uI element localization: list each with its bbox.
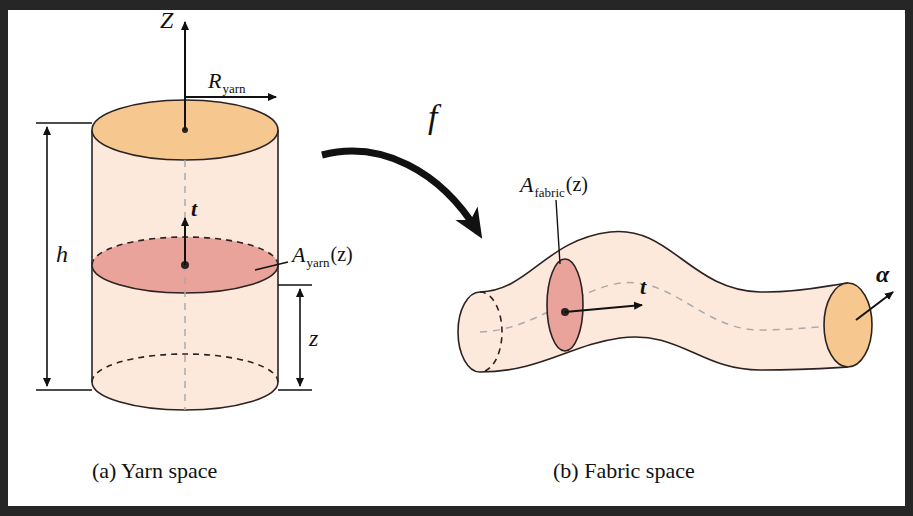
dimension-h [36,123,312,390]
math-label: t [640,276,646,298]
math-label: α [876,262,889,286]
math-label: (z) [566,174,588,194]
math-label: fabric [534,186,564,199]
math-label: R [208,70,221,92]
yarn-cylinder [92,100,278,410]
math-label: yarn [222,82,245,95]
math-label: A [292,244,305,266]
panel-caption: (b) Fabric space [553,460,695,482]
math-label: t [191,198,197,220]
leader-line [255,262,288,270]
panel-caption: (a) Yarn space [92,460,217,482]
leader-line [556,200,560,264]
fabric-tube [458,231,872,372]
math-label: yarn [306,256,329,269]
math-label: Z [160,8,173,32]
math-label: A [520,174,533,196]
math-label: (z) [331,244,353,264]
math-label: z [309,326,318,350]
mapping-arrow [322,151,478,232]
math-label: h [56,242,68,266]
math-label: f [428,100,437,134]
